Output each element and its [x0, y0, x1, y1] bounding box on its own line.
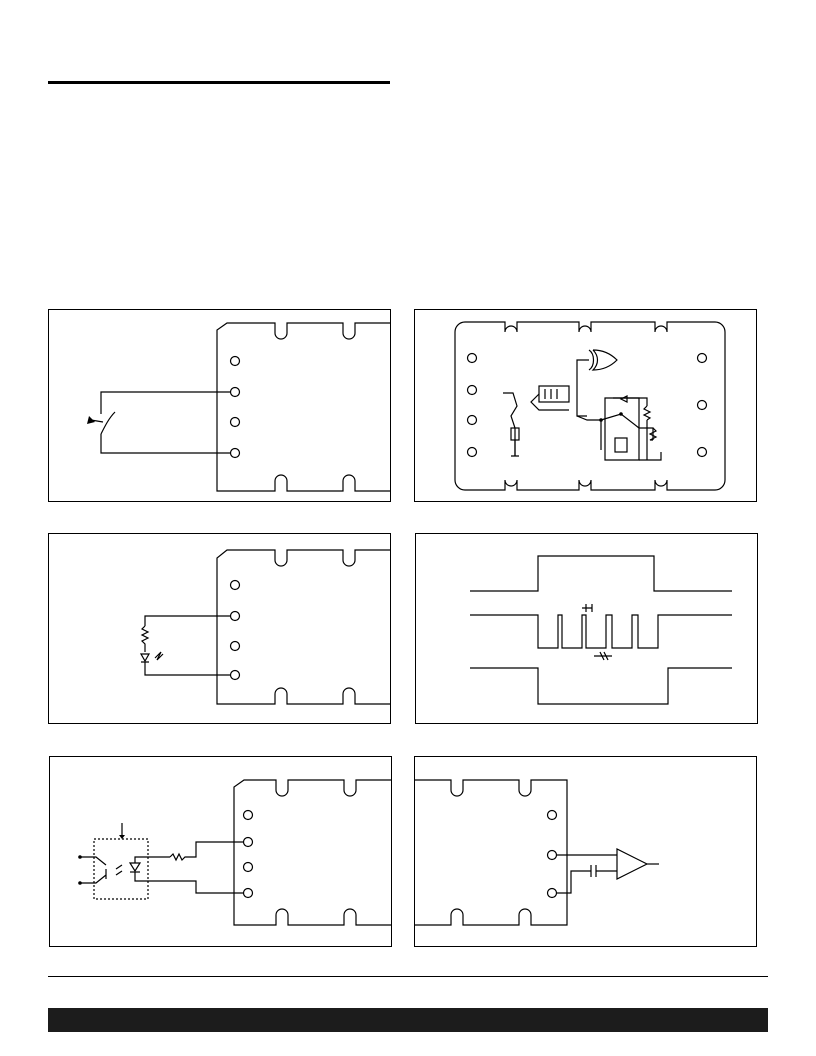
- module-outline: [216, 549, 390, 705]
- led-output-diagram: [139, 549, 390, 705]
- pin-2: [229, 610, 241, 622]
- pin-3: [546, 887, 558, 899]
- amplifier-diagram: [415, 779, 659, 926]
- footer-rule: [48, 976, 768, 977]
- wire-top: [144, 615, 230, 626]
- pin-right-3: [696, 446, 708, 458]
- led-triangle: [139, 653, 151, 663]
- pin-4: [229, 447, 241, 459]
- module-outline: [216, 322, 390, 492]
- footer-bar: [48, 1008, 768, 1032]
- ground-left: [511, 440, 519, 457]
- battery-relay: [614, 437, 628, 453]
- pin-left-4: [466, 446, 478, 458]
- timing-diagram: [470, 555, 732, 705]
- relay-box: [604, 397, 640, 461]
- module-outline: [415, 779, 568, 926]
- marker-pulse-width: [582, 604, 593, 612]
- pin-3: [229, 416, 241, 428]
- capacitor: [590, 865, 617, 877]
- pin-4: [242, 887, 254, 899]
- wire-bottom: [100, 434, 230, 454]
- wire-input-bottom: [557, 870, 591, 894]
- optocoupler-diagram: [78, 779, 391, 926]
- block-pointer: [530, 393, 569, 411]
- phototransistor: [80, 856, 107, 884]
- resistor-b: [648, 427, 658, 441]
- figure-amplifier-output: [414, 756, 757, 947]
- resistor: [169, 841, 243, 862]
- section-rule: [48, 81, 390, 84]
- module-outline: [233, 779, 391, 926]
- resistor: [140, 625, 150, 652]
- pin-1: [229, 355, 241, 367]
- pin-1: [546, 809, 558, 821]
- pin-left-2: [466, 384, 478, 396]
- switch-input-diagram: [87, 322, 390, 492]
- pin-1: [242, 809, 254, 821]
- pin-right-1: [696, 352, 708, 364]
- figure-led-output: [48, 533, 391, 724]
- display-block: [538, 385, 570, 403]
- junction-1: [599, 418, 603, 422]
- resistor-a: [642, 405, 652, 421]
- pin-3: [242, 861, 254, 873]
- pin-right-2: [696, 399, 708, 411]
- contact-right: [576, 415, 602, 450]
- junction-2: [619, 412, 623, 416]
- block-segments: [544, 389, 558, 399]
- marker-gap: [594, 651, 612, 661]
- pin-2: [546, 849, 558, 861]
- figure-switch-input: [48, 309, 391, 502]
- input-wire-left: [503, 392, 518, 456]
- pin-4: [229, 669, 241, 681]
- relay-output: [639, 452, 662, 461]
- optocoupler-package: [93, 838, 149, 900]
- pin-left-3: [466, 414, 478, 426]
- pin-2: [242, 836, 254, 848]
- led-triangle: [128, 862, 142, 873]
- gate-wire: [576, 359, 589, 417]
- pin-2: [229, 386, 241, 398]
- figure-optocoupler-input: [49, 756, 392, 947]
- switch-arrow-icon: [87, 416, 95, 424]
- wire-top: [100, 391, 230, 414]
- switch-contact: [100, 411, 116, 435]
- module-outline: [454, 321, 726, 491]
- led-bar: [141, 661, 230, 676]
- terminal-1: [78, 855, 82, 859]
- terminal-2: [78, 881, 82, 885]
- light-rays-icon: [154, 651, 164, 661]
- arrow-head-icon: [119, 835, 125, 839]
- wire-top: [134, 856, 170, 863]
- pin-left-1: [466, 352, 478, 364]
- logic-gate-diagram: [454, 321, 726, 491]
- amplifier-triangle: [616, 848, 649, 880]
- waveform-bottom: [470, 667, 732, 705]
- figure-logic-gate-input: [414, 309, 757, 502]
- waveform-top: [470, 555, 732, 592]
- pin-3: [229, 640, 241, 652]
- pin-1: [229, 579, 241, 591]
- diode-top: [619, 395, 628, 403]
- figure-timing-diagram: [415, 533, 758, 724]
- opto-light-icon: [115, 864, 123, 876]
- wire-bottom: [134, 872, 243, 894]
- xor-gate: [588, 349, 618, 371]
- waveform-pulses: [470, 614, 732, 649]
